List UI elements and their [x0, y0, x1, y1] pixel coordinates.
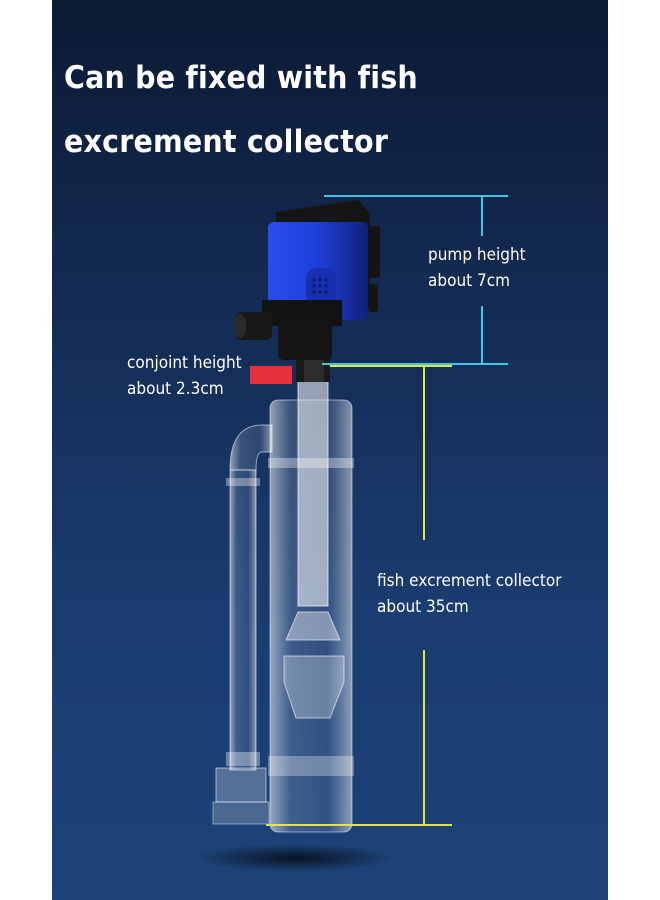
return-pipe — [212, 424, 273, 825]
conjoint-height-marker — [250, 366, 292, 384]
pump-height-label: pump height — [428, 245, 526, 265]
collector-height-marker — [266, 365, 452, 826]
headline-line-2: excrement collector — [64, 124, 389, 160]
left-margin — [0, 0, 52, 900]
right-margin — [608, 0, 660, 900]
conjoint-height-value: about 2.3cm — [127, 379, 224, 399]
collector-height-value: about 35cm — [377, 597, 469, 617]
pump-height-marker — [322, 195, 508, 365]
headline-line-1: Can be fixed with fish — [64, 60, 418, 96]
conjoint-height-label: conjoint height — [127, 353, 242, 373]
pump-height-value: about 7cm — [428, 271, 511, 291]
collector-height-label: fish excrement collector — [377, 571, 562, 591]
pump — [234, 200, 380, 382]
collector-body — [268, 377, 354, 833]
floor-shadow — [195, 844, 395, 872]
